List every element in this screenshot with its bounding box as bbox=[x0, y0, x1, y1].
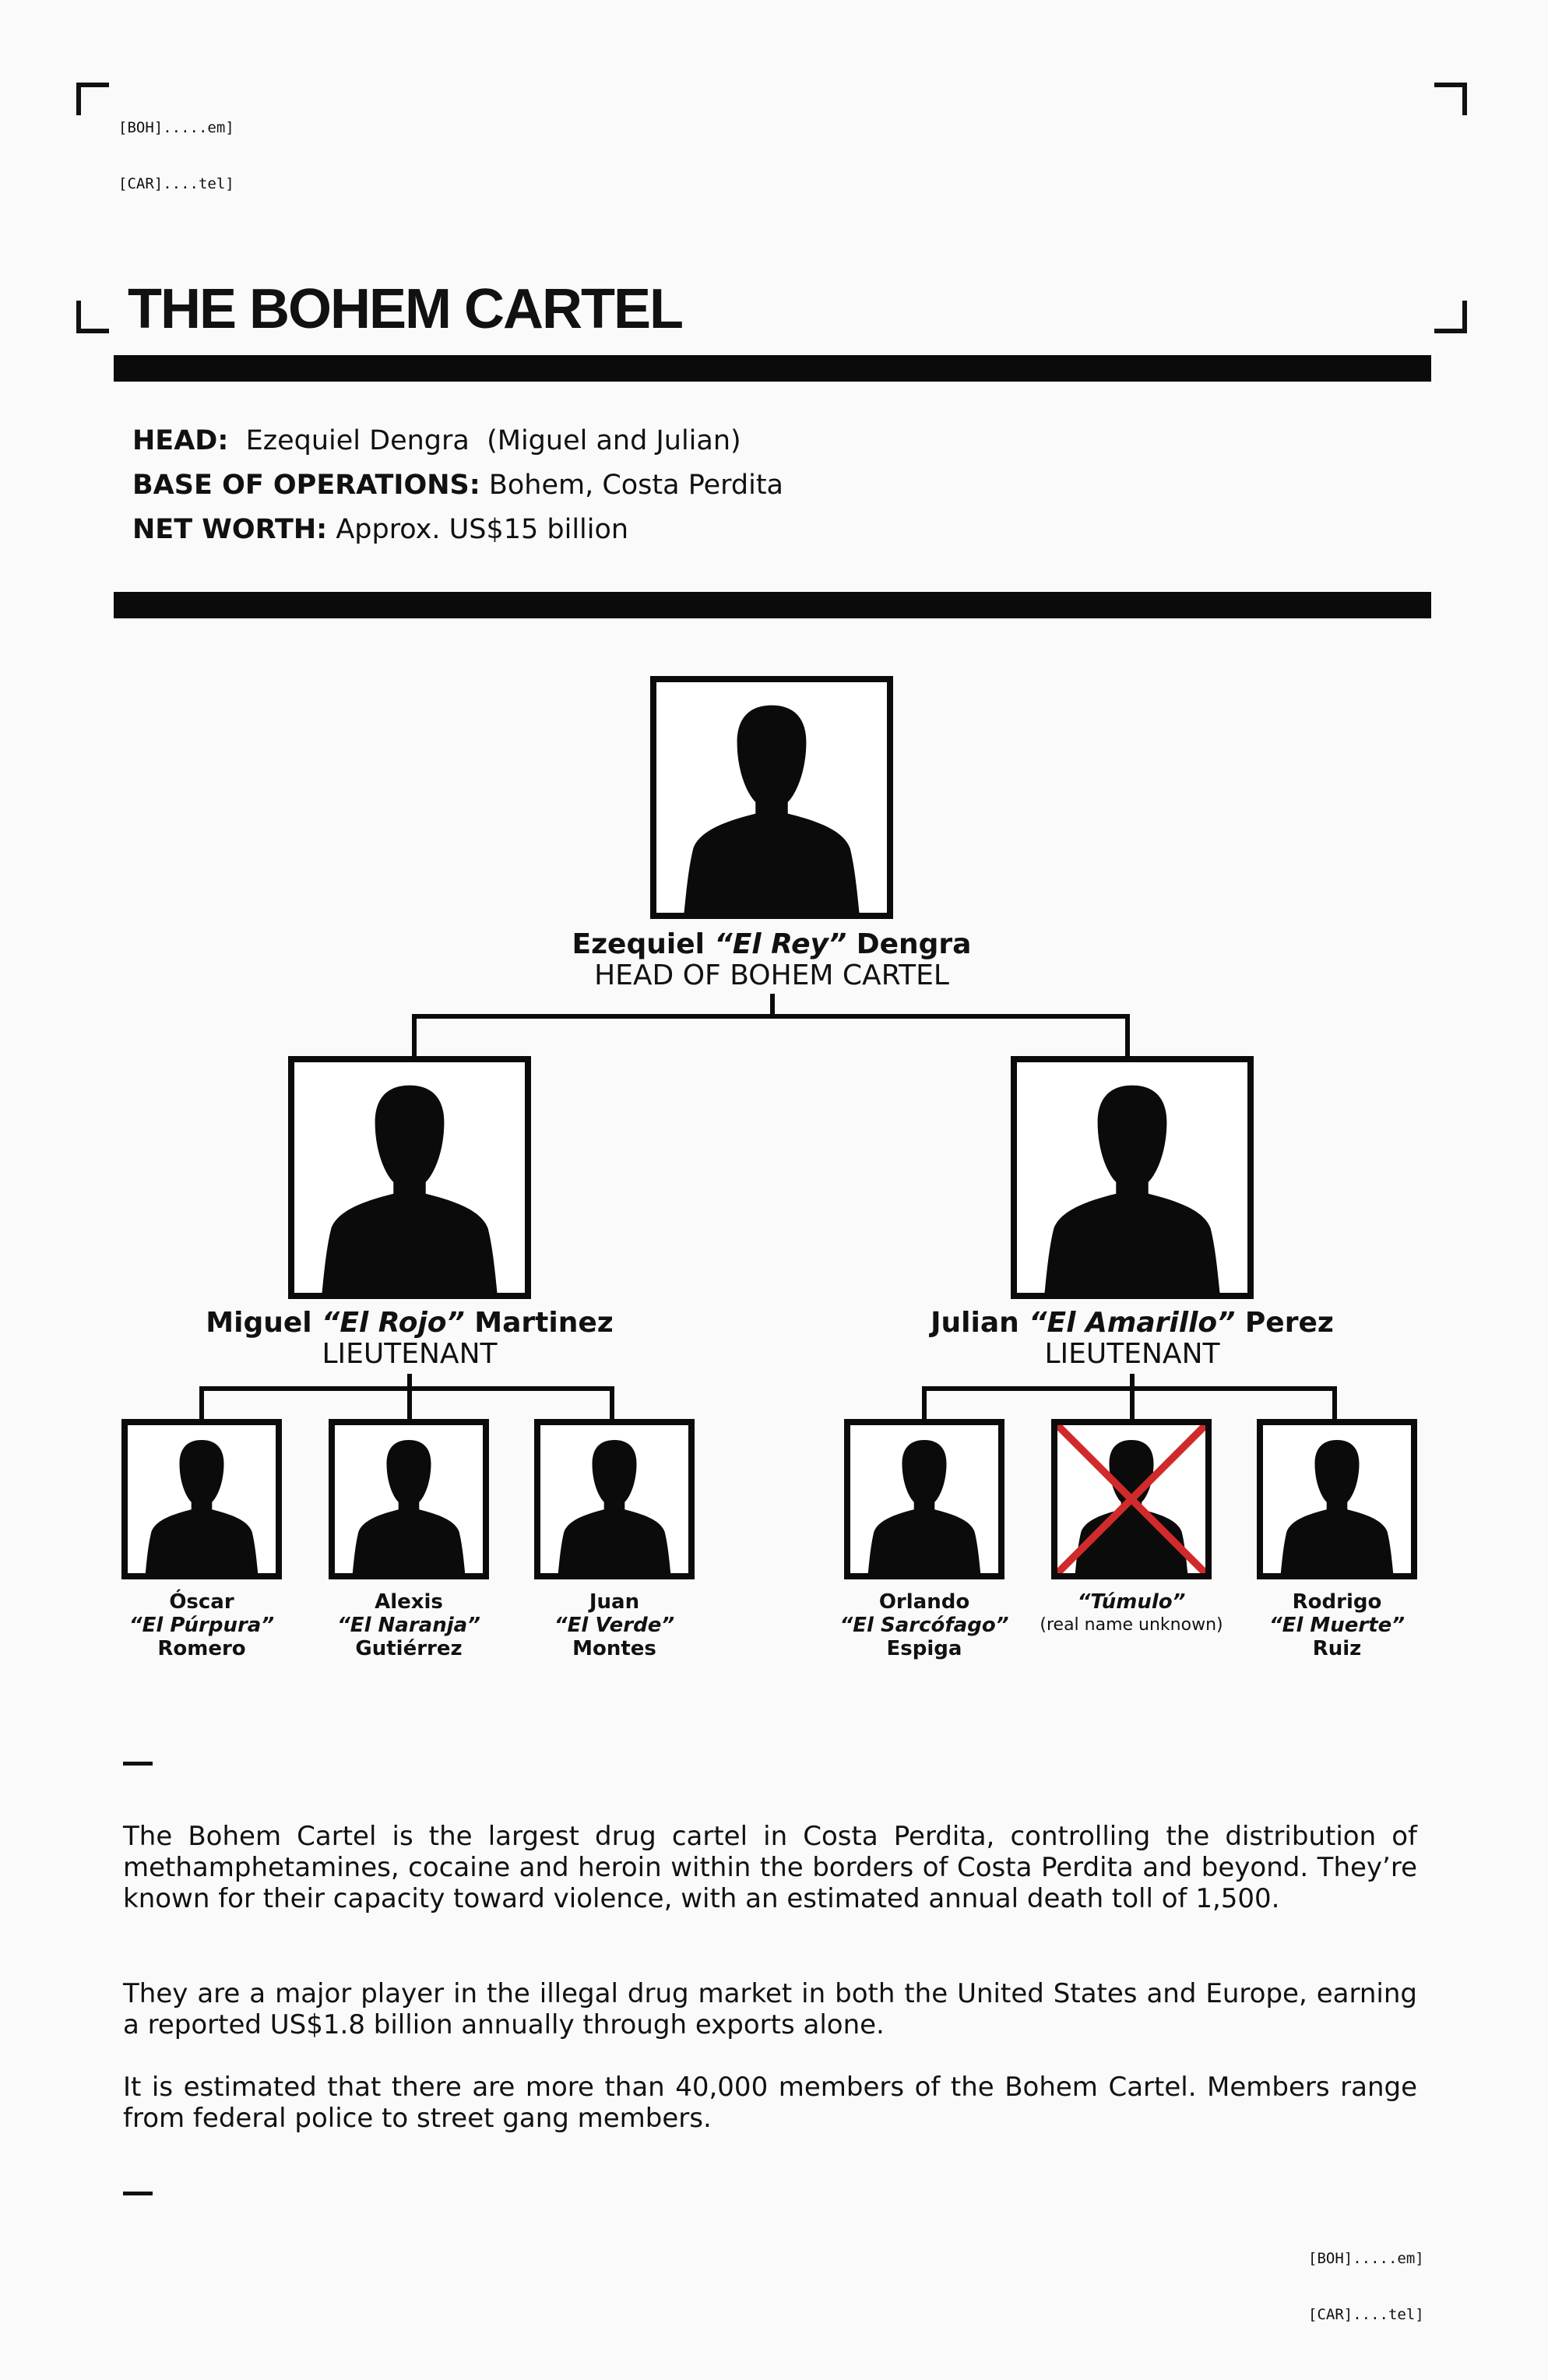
silhouette-icon bbox=[322, 1085, 498, 1293]
corner-bracket-mid-right bbox=[1434, 301, 1467, 333]
page-title: THE BOHEM CARTEL bbox=[128, 278, 684, 340]
head-role: HEAD OF BOHEM CARTEL bbox=[594, 959, 949, 991]
code-line: [CAR]....tel] bbox=[1308, 2306, 1424, 2323]
corner-bracket-top-left bbox=[76, 83, 109, 115]
info-base-value: Bohem, Costa Perdita bbox=[488, 470, 783, 501]
member-first-name: Juan bbox=[589, 1590, 640, 1614]
member-last-name: Romero bbox=[157, 1637, 246, 1660]
member-name: “Túmulo” (real name unknown) bbox=[1030, 1590, 1233, 1637]
member-alias: “Túmulo” bbox=[1077, 1590, 1186, 1614]
member-alias: “El Verde” bbox=[554, 1614, 675, 1637]
code-tag-top: [BOH].....em] [CAR]....tel] bbox=[118, 81, 234, 212]
info-worth-label: NET WORTH: bbox=[132, 514, 328, 545]
member-alias: “El Naranja” bbox=[337, 1614, 480, 1637]
portrait-member bbox=[121, 1419, 282, 1579]
divider-bar-top bbox=[114, 355, 1431, 382]
lieutenant-first-name: Julian bbox=[931, 1307, 1019, 1339]
lieutenant-name: Julian “El Amarillo” Perez bbox=[860, 1307, 1405, 1339]
silhouette-icon bbox=[1044, 1085, 1220, 1293]
member-last-name: Espiga bbox=[886, 1637, 962, 1660]
info-base-label: BASE OF OPERATIONS: bbox=[132, 470, 480, 501]
connector-line bbox=[412, 1014, 1130, 1019]
info-worth-value: Approx. US$15 billion bbox=[336, 514, 629, 545]
member-first-name: Rodrigo bbox=[1292, 1590, 1382, 1614]
member-name: Orlando “El Sarcófago” Espiga bbox=[823, 1590, 1026, 1660]
info-worth: NET WORTH: Approx. US$15 billion bbox=[132, 514, 628, 545]
connector-line bbox=[1130, 1386, 1135, 1421]
connector-line bbox=[922, 1386, 927, 1421]
code-tag-bottom: [BOH].....em] [CAR]....tel] bbox=[1308, 2212, 1424, 2343]
info-head-label: HEAD: bbox=[132, 425, 229, 456]
portrait-head bbox=[650, 676, 893, 919]
connector-line bbox=[407, 1374, 412, 1391]
lieutenant-last-name: Perez bbox=[1244, 1307, 1334, 1339]
connector-line bbox=[1332, 1386, 1337, 1421]
info-head: HEAD: Ezequiel Dengra (Miguel and Julian… bbox=[132, 425, 741, 456]
portrait-member bbox=[329, 1419, 489, 1579]
portrait-lieutenant bbox=[288, 1056, 531, 1299]
connector-line bbox=[407, 1386, 412, 1421]
lieutenant-role: LIEUTENANT bbox=[322, 1338, 498, 1370]
portrait-lieutenant bbox=[1011, 1056, 1254, 1299]
member-alias: “El Sarcófago” bbox=[839, 1614, 1009, 1637]
connector-line bbox=[1125, 1014, 1130, 1056]
head-last-name: Dengra bbox=[856, 928, 972, 960]
member-last-name: Ruiz bbox=[1312, 1637, 1362, 1660]
member-name: Alexis “El Naranja” Gutiérrez bbox=[308, 1590, 510, 1660]
info-base: BASE OF OPERATIONS: Bohem, Costa Perdita bbox=[132, 470, 783, 501]
connector-line bbox=[1130, 1374, 1135, 1391]
section-dash bbox=[123, 2192, 153, 2195]
code-line: [BOH].....em] bbox=[1308, 2250, 1424, 2267]
member-name: Juan “El Verde” Montes bbox=[513, 1590, 716, 1660]
portrait-member bbox=[1257, 1419, 1417, 1579]
silhouette-icon bbox=[1280, 1440, 1394, 1573]
connector-line bbox=[770, 994, 775, 1019]
code-line: [BOH].....em] bbox=[118, 119, 234, 136]
member-alias: “El Púrpura” bbox=[128, 1614, 275, 1637]
member-first-name: Orlando bbox=[878, 1590, 970, 1614]
lieutenant-alias: “El Amarillo” bbox=[1029, 1307, 1236, 1339]
member-last-name: Gutiérrez bbox=[355, 1637, 463, 1660]
code-line: [CAR]....tel] bbox=[118, 175, 234, 192]
silhouette-icon bbox=[558, 1440, 671, 1573]
lieutenant-last-name: Martinez bbox=[474, 1307, 614, 1339]
member-name: Óscar “El Púrpura” Romero bbox=[100, 1590, 303, 1660]
divider-bar-bottom bbox=[114, 592, 1431, 618]
body-paragraph: The Bohem Cartel is the largest drug car… bbox=[123, 1821, 1417, 1914]
member-alias: “El Muerte” bbox=[1268, 1614, 1406, 1637]
connector-line bbox=[199, 1386, 614, 1391]
info-head-value: Ezequiel Dengra (Miguel and Julian) bbox=[245, 425, 741, 456]
member-first-name: Óscar bbox=[169, 1590, 234, 1614]
member-first-name: Alexis bbox=[375, 1590, 443, 1614]
body-paragraph: They are a major player in the illegal d… bbox=[123, 1978, 1417, 2040]
lieutenant-alias: “El Rojo” bbox=[322, 1307, 465, 1339]
member-last-name: Montes bbox=[572, 1637, 656, 1660]
head-first-name: Ezequiel bbox=[572, 928, 705, 960]
head-alias: “El Rey” bbox=[714, 928, 847, 960]
portrait-member bbox=[844, 1419, 1004, 1579]
lieutenant-role: LIEUTENANT bbox=[1044, 1338, 1220, 1370]
member-note: (real name unknown) bbox=[1040, 1615, 1223, 1635]
body-paragraph: It is estimated that there are more than… bbox=[123, 2072, 1417, 2134]
silhouette-icon bbox=[145, 1440, 259, 1573]
silhouette-icon bbox=[867, 1440, 981, 1573]
lieutenant-name: Miguel “El Rojo” Martinez bbox=[137, 1307, 682, 1339]
connector-line bbox=[199, 1386, 204, 1421]
silhouette-icon bbox=[352, 1440, 466, 1573]
corner-bracket-top-right bbox=[1434, 83, 1467, 115]
red-x-icon bbox=[1057, 1425, 1205, 1573]
portrait-member bbox=[534, 1419, 695, 1579]
head-name: Ezequiel “El Rey” Dengra bbox=[499, 928, 1044, 960]
portrait-member-deceased bbox=[1051, 1419, 1212, 1579]
connector-line bbox=[922, 1386, 1337, 1391]
lieutenant-first-name: Miguel bbox=[206, 1307, 312, 1339]
connector-line bbox=[610, 1386, 614, 1421]
section-dash bbox=[123, 1762, 153, 1766]
silhouette-icon bbox=[684, 705, 860, 913]
connector-line bbox=[412, 1014, 417, 1056]
corner-bracket-mid-left bbox=[76, 301, 109, 333]
silhouette-icon bbox=[1075, 1440, 1188, 1573]
member-name: Rodrigo “El Muerte” Ruiz bbox=[1236, 1590, 1438, 1660]
